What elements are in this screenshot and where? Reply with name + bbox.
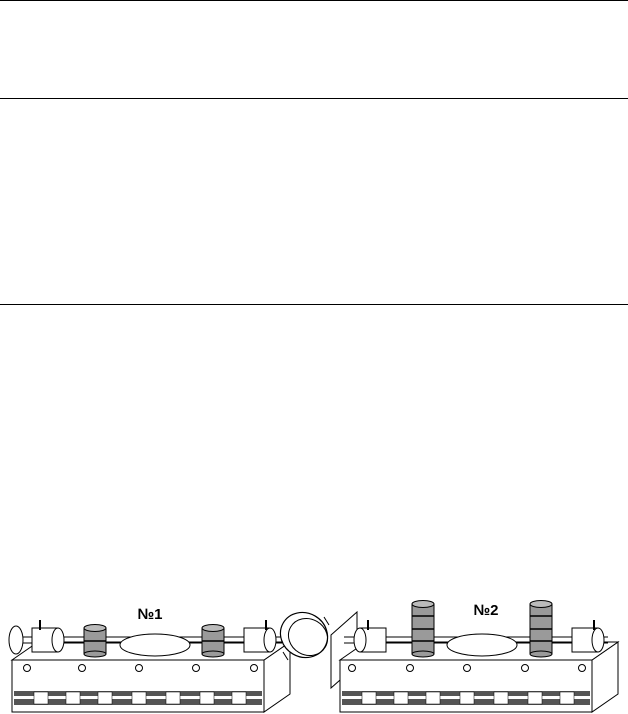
setup-label-1: №1: [137, 606, 162, 623]
weight-stack-1b: [201, 624, 225, 658]
scale-rail-1: [14, 691, 262, 705]
setup-label-2: №2: [473, 602, 498, 619]
horizontal-rule-top: [0, 0, 628, 1]
left-holder-2: [353, 620, 387, 653]
experiment-figure: №1: [8, 600, 620, 713]
center-ring-2: [446, 633, 518, 657]
left-knob-1: [8, 625, 24, 655]
setup-2: №2: [330, 600, 620, 713]
weight-stack-2a: [411, 600, 435, 658]
left-holder-1: [31, 620, 65, 653]
right-holder-2: [571, 620, 605, 653]
horizontal-rule-lower: [0, 304, 628, 305]
weight-stack-1a: [83, 624, 107, 658]
screw-row-2: [348, 664, 586, 672]
large-ring-1: [279, 611, 330, 661]
horizontal-rule-middle: [0, 98, 628, 99]
screw-row-1: [23, 664, 258, 672]
right-holder-1: [243, 620, 277, 653]
weight-stack-2b: [529, 600, 553, 658]
scale-rail-2: [342, 691, 590, 705]
setup-1: №1: [8, 606, 330, 713]
center-ring-1: [119, 633, 191, 657]
